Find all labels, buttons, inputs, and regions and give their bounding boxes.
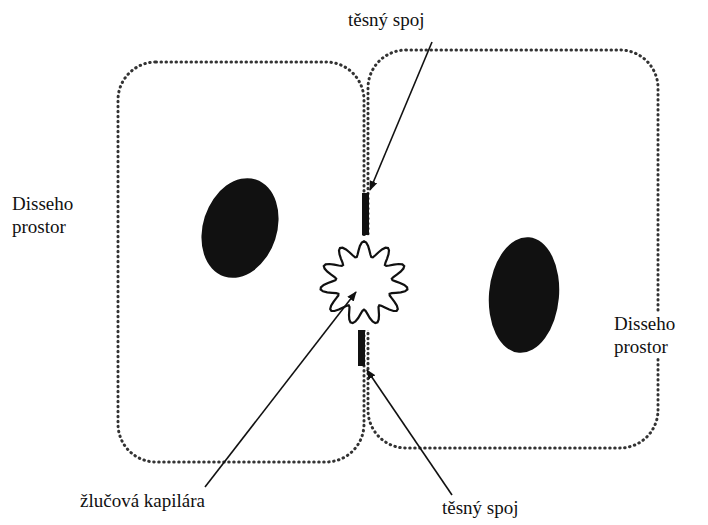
space-label: Disseho prostor (10, 192, 96, 238)
junction-label: těsný spoj (440, 496, 521, 519)
leader-line (370, 42, 432, 190)
leader-line (205, 292, 356, 487)
hepatocyte-right (368, 50, 658, 448)
tight-junction (358, 330, 365, 366)
nucleus (189, 168, 291, 288)
space-label: Disseho prostor (612, 312, 698, 358)
junction-label: těsný spoj (346, 8, 427, 31)
tight-junction (362, 193, 369, 235)
bile-canaliculus (321, 241, 408, 323)
hepatocyte-left (118, 62, 364, 462)
nucleus (484, 234, 564, 356)
canaliculus-label: žlučová kapilára (78, 489, 207, 512)
leader-line (367, 370, 452, 495)
